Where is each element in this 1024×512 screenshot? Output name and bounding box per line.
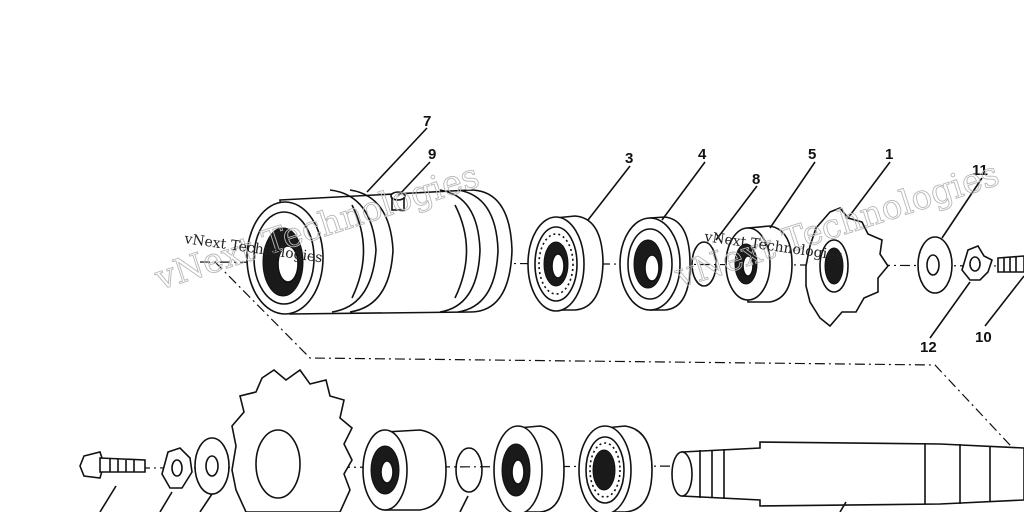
- part-5-spacer: [725, 225, 793, 303]
- part-3-ball-bearing: [527, 215, 604, 312]
- part-10-bolt: [997, 255, 1024, 273]
- callout-12: 12: [920, 339, 937, 356]
- lower-lock-washer: [161, 447, 193, 489]
- lower-spacer: [362, 429, 447, 511]
- callout-7: 7: [423, 113, 431, 130]
- callout-4: 4: [698, 146, 707, 163]
- lower-washer: [194, 437, 230, 495]
- lower-ball-bearing: [578, 425, 653, 512]
- lower-bearing-race: [493, 425, 565, 512]
- callout-5: 5: [808, 146, 816, 163]
- part-7-bearing-housing: [246, 189, 513, 315]
- part-8-retaining-ring: [691, 241, 717, 287]
- lower-retaining-ring: [455, 447, 483, 493]
- part-4-bearing-race: [619, 216, 691, 311]
- callout-9: 9: [428, 146, 436, 163]
- drive-shaft: [671, 441, 1024, 507]
- part-1-drive-sprocket: [805, 207, 889, 328]
- callout-10: 10: [975, 329, 992, 346]
- lower-bolt: [79, 451, 146, 479]
- large-sprocket: [231, 368, 353, 512]
- callout-8: 8: [752, 171, 760, 188]
- leader-lines: [99, 127, 1024, 512]
- callout-11: 11: [972, 162, 988, 179]
- callout-3: 3: [625, 150, 633, 167]
- part-11-washer: [917, 236, 953, 294]
- part-12-lock-washer: [961, 245, 993, 281]
- callout-1: 1: [885, 146, 893, 163]
- assembly-connector-line: [214, 261, 1024, 461]
